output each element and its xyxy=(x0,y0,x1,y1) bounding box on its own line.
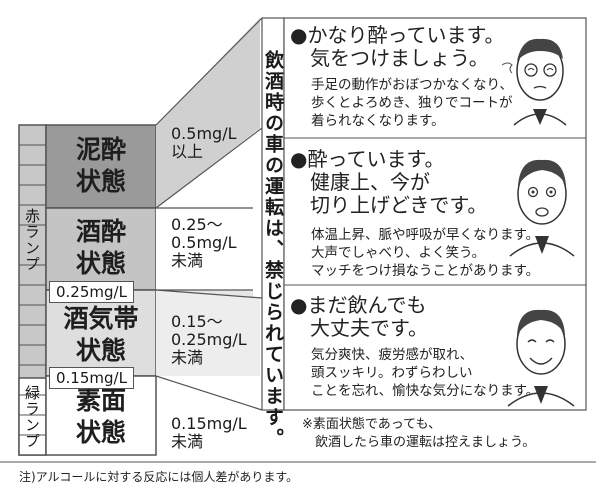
card-3-heading: ●まだ飲んでも 大丈夫です。 xyxy=(290,293,428,340)
dizzy-man-icon xyxy=(501,38,567,126)
surprised-man-icon xyxy=(509,159,575,257)
state-name-deadly-drunk: 泥酔 状態 xyxy=(75,135,126,196)
card-2-body: 体温上昇、脈や呼吸が早くなります。 大声でしゃべり、よく笑う。 マッチをつけ損な… xyxy=(311,227,540,279)
state-name-drunk: 酒酔 状態 xyxy=(75,217,126,278)
threshold-drunk: 0.25～ 0.5mg/L 未満 xyxy=(171,215,237,270)
smiling-man-icon xyxy=(507,309,575,407)
no-drink-driving-banner: 飲酒時の車の運転は、禁じられています。 xyxy=(262,50,284,449)
footnote: 注)アルコールに対する反応には個人差があります。 xyxy=(19,470,299,484)
sober-note: ※素面状態であっても、 飲酒したら車の運転は控えましょう。 xyxy=(302,417,536,450)
threshold-deadly-drunk: 0.5mg/L 以上 xyxy=(171,124,237,161)
red-lamp-label: 赤ランプ xyxy=(23,208,41,272)
card-1-body: 手足の動作がおぼつかなくなり、 歩くとよろめき、独りでコートが 着られなくなりま… xyxy=(311,77,513,129)
fan-shape-middle xyxy=(156,128,260,290)
boundary-label-025: 0.25mg/L xyxy=(49,281,134,303)
state-name-sober: 素面 状態 xyxy=(75,386,126,447)
state-block-sober xyxy=(45,375,157,456)
card-3-body: 気分爽快、疲労感が取れ、 頭スッキリ。わずらわしい ことを忘れ、愉快な気分になり… xyxy=(311,347,540,399)
boundary-label-015: 0.15mg/L xyxy=(49,367,134,389)
green-lamp-label: 緑ランプ xyxy=(23,385,41,449)
card-1-heading: ●かなり酔っています。 気をつけましょう。 xyxy=(290,23,505,70)
state-name-alcohol-influenced: 酒気帯 状態 xyxy=(63,304,139,365)
card-2-heading: ●酔っています。 健康上、今が 切り上げどきです。 xyxy=(290,147,488,217)
fan-shape-bottom xyxy=(156,290,260,376)
state-block-deadly-drunk xyxy=(45,124,157,209)
green-lamp-bar xyxy=(18,377,47,456)
threshold-sober: 0.15mg/L 未満 xyxy=(171,414,247,451)
threshold-alcohol-influenced: 0.15～ 0.25mg/L 未満 xyxy=(171,312,247,367)
